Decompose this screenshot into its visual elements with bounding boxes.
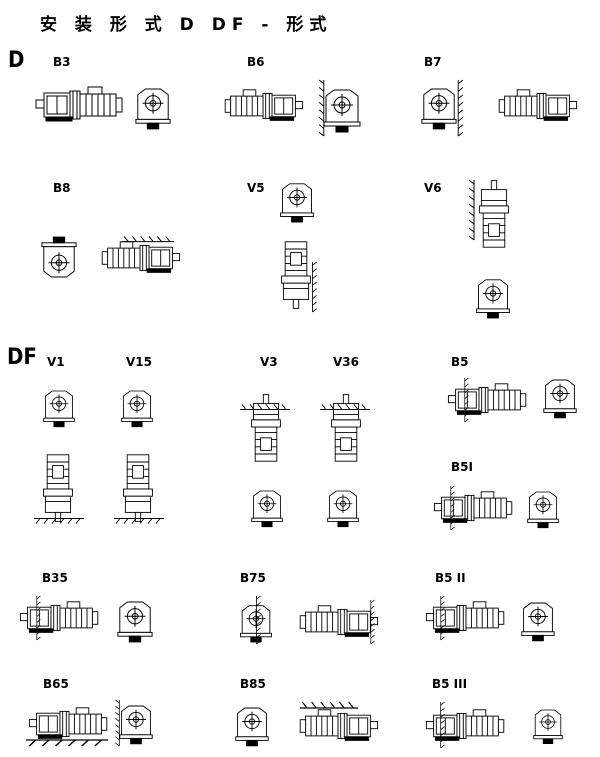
label-b8: B8 [53,181,71,195]
v6-vertical-gearmotor [479,180,509,248]
b85-ceiling-mount [299,701,359,709]
v15-flange-end-view [121,390,153,428]
label-b3: B3 [53,55,71,69]
b5i-flange-end-view [527,491,559,529]
b3-gearbox-end-view [135,88,171,130]
v3-ceiling-mount [239,404,291,410]
v6-gearbox-end-view [476,279,510,319]
b65-wall-mount [115,699,120,747]
label-b6: B6 [247,55,265,69]
label-b5i: B5I [451,460,473,474]
b5i-gearmotor-side-view [433,491,513,523]
v6-wall-mount [468,179,475,241]
b7-gearmotor-side-view [498,89,578,121]
b8-gearmotor-side-view [101,241,181,273]
b75-wall-mount [256,595,262,645]
b5ii-flange-end-view [521,602,555,642]
page-title: 安 装 形 式 D DF - 形式 [40,15,333,35]
b35-flange-mount [36,595,41,641]
b5-flange-end-view [543,379,577,419]
label-v3: V3 [260,355,278,369]
label-v15: V15 [126,355,152,369]
v1-floor-mount [33,518,85,524]
b7-wall-mount [457,79,464,137]
b8-gearbox-end-view [41,236,77,278]
b85-gearmotor-side-view [299,709,379,741]
b65-gearmotor-side-view [28,707,108,739]
group-d-label: D [8,48,25,73]
v36-ceiling-mount [319,404,371,410]
b7-gearbox-end-view [421,88,457,130]
v15-floor-mount [113,518,165,524]
label-v1: V1 [47,355,65,369]
b6-gearmotor-side-view [224,89,304,121]
b85-flange-end-view [235,707,269,747]
label-v6: V6 [424,181,442,195]
v36-vertical-gearmotor [331,394,361,462]
b65-flange-end-view [119,705,153,745]
b5i-flange-mount [450,485,455,531]
b6-gearbox-end-view [323,89,361,133]
label-b65: B65 [43,677,69,691]
label-b7: B7 [424,55,442,69]
label-b75: B75 [240,571,266,585]
b5iii-gearmotor-side-view [425,709,505,741]
v5-vertical-gearmotor [281,241,311,309]
b8-ceiling-mount [121,235,175,243]
b5ii-gearmotor-side-view [425,601,505,633]
group-df-label: DF [7,345,37,370]
b35-flange-end-view [117,601,153,643]
label-b85: B85 [240,677,266,691]
b5iii-flange-end-view [533,709,563,744]
v1-vertical-gearmotor [43,454,73,522]
b5ii-flange-mount [440,595,445,641]
v5-wall-mount [312,261,318,313]
b35-gearmotor-side-view [19,601,99,633]
label-b5iii: B5 III [432,677,468,691]
label-v5: V5 [247,181,265,195]
v5-gearbox-end-view [280,183,314,223]
v1-flange-end-view [43,390,75,428]
b6-wall-mount [318,79,325,137]
b65-floor-mount [25,739,109,747]
b5-gearmotor-side-view [447,383,527,415]
v15-vertical-gearmotor [123,454,153,522]
label-b5ii: B5 II [435,571,466,585]
v3-vertical-gearmotor [251,394,281,462]
b5iii-flange-mount [440,701,445,749]
label-v36: V36 [333,355,359,369]
label-b35: B35 [42,571,68,585]
b75-flange-mount [370,599,375,645]
b75-gearmotor-side-view [299,605,379,637]
b5-flange-mount [464,377,469,423]
v36-flange-end-view [327,490,359,528]
v3-flange-end-view [251,490,283,528]
label-b5: B5 [451,355,469,369]
b3-gearmotor-side-view [35,86,123,122]
